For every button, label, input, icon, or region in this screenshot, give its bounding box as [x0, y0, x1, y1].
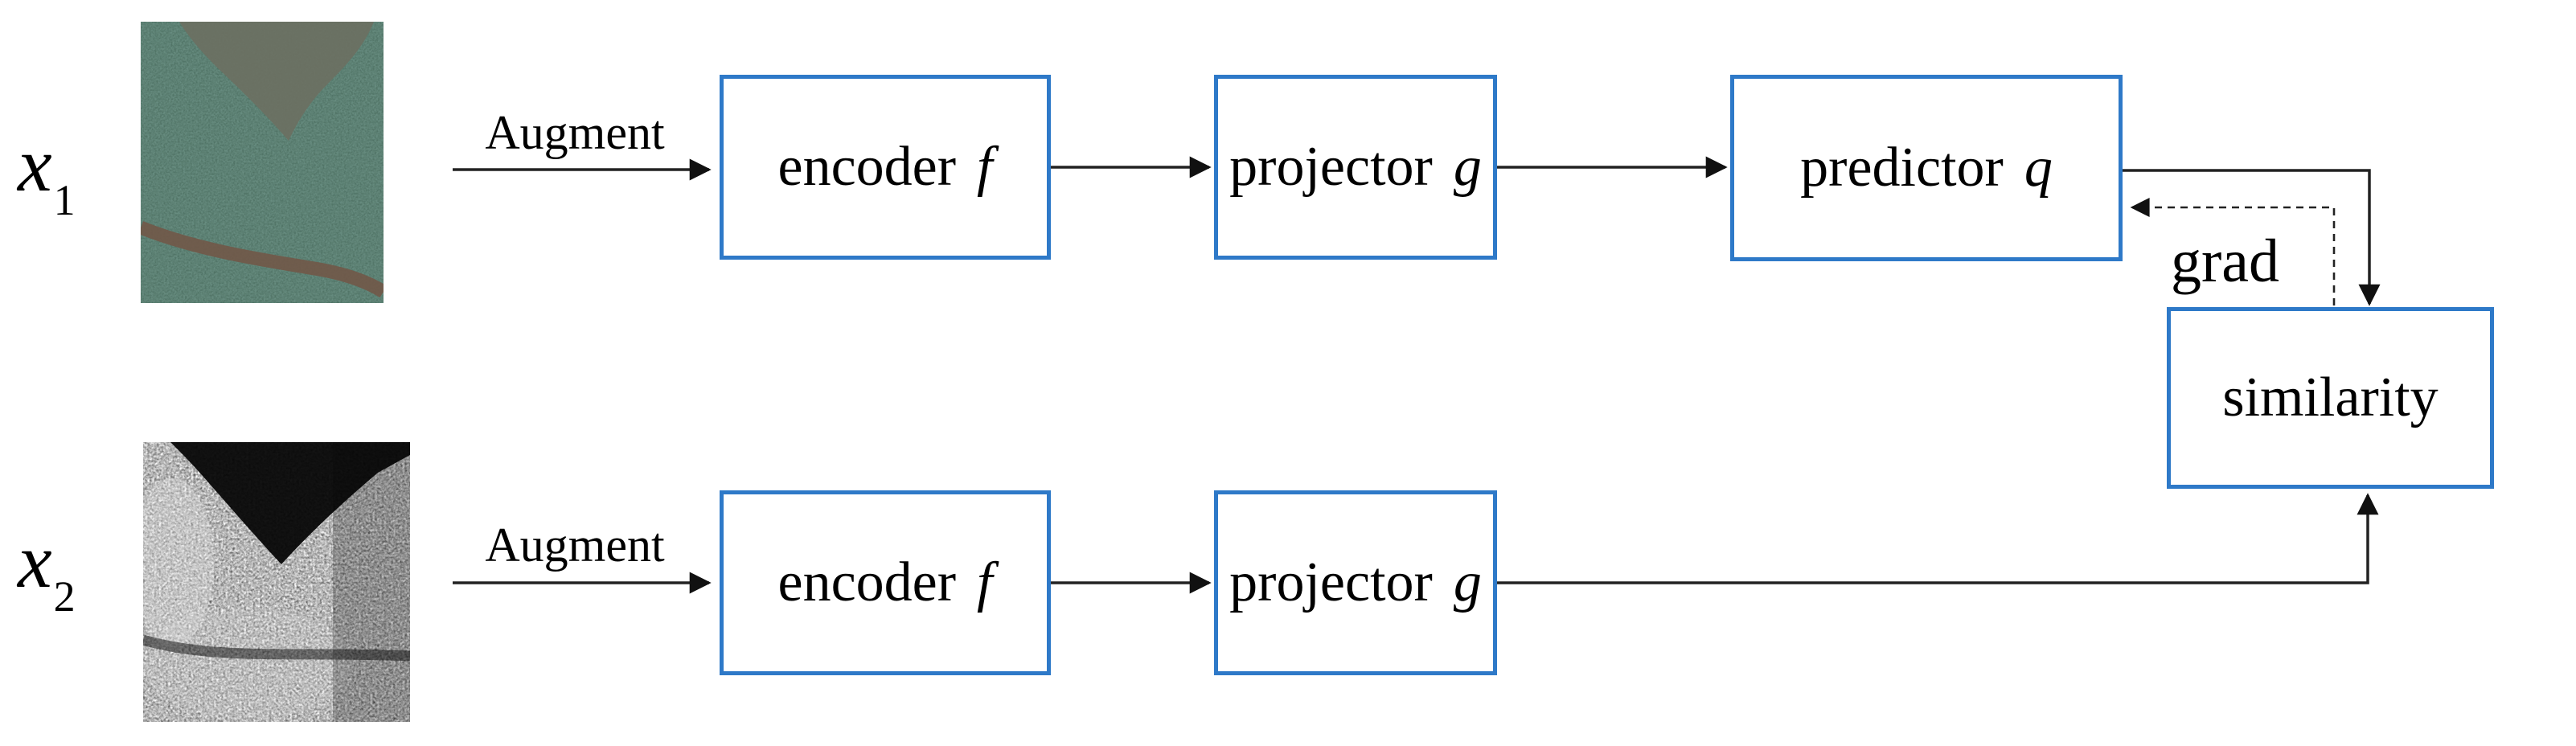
x1-symbol: x: [18, 121, 52, 207]
encoder-top-symbol: f: [977, 136, 993, 198]
augment-label-top: Augment: [485, 106, 665, 159]
dark-water-region: [170, 442, 410, 564]
sar-satellite-image: [143, 442, 410, 722]
encoder-bottom-symbol: f: [977, 551, 993, 613]
encoder-top-label: encoder: [777, 136, 957, 198]
grad-feedback-dashed-arrow: [2130, 198, 2336, 305]
water-area: [179, 22, 374, 141]
bright-speckle-area: [143, 478, 214, 647]
projector-top-label: projector: [1229, 136, 1433, 198]
projector-box-top: projector g: [1214, 75, 1497, 260]
dark-band: [143, 634, 410, 662]
x2-symbol: x: [18, 518, 52, 604]
optical-satellite-image: [141, 22, 384, 303]
projector-bottom-label: projector: [1229, 551, 1433, 613]
encoder-bottom-label: encoder: [777, 551, 957, 613]
input-label-x2: x2: [18, 523, 76, 621]
encoder-box-top: encoder f: [720, 75, 1051, 260]
projector-to-similarity-line: [1497, 493, 2379, 584]
predictor-symbol: q: [2024, 137, 2053, 199]
projector-bottom-symbol: g: [1453, 551, 1482, 613]
predictor-to-similarity-line: [2123, 169, 2381, 306]
encoder-box-bottom: encoder f: [720, 490, 1051, 675]
bright-speckle-band: [143, 607, 352, 719]
projector-top-symbol: g: [1453, 136, 1482, 198]
similarity-label: similarity: [2222, 367, 2439, 428]
road-curve: [141, 221, 384, 298]
projector-box-bottom: projector g: [1214, 490, 1497, 675]
predictor-box: predictor q: [1730, 75, 2123, 261]
augment-label-bottom: Augment: [485, 519, 665, 572]
similarity-box: similarity: [2167, 307, 2494, 489]
grad-label: grad: [2171, 227, 2280, 295]
input-label-x1: x1: [18, 126, 76, 224]
predictor-label: predictor: [1800, 137, 2004, 199]
x1-subscript: 1: [53, 176, 76, 224]
x2-subscript: 2: [53, 572, 76, 621]
